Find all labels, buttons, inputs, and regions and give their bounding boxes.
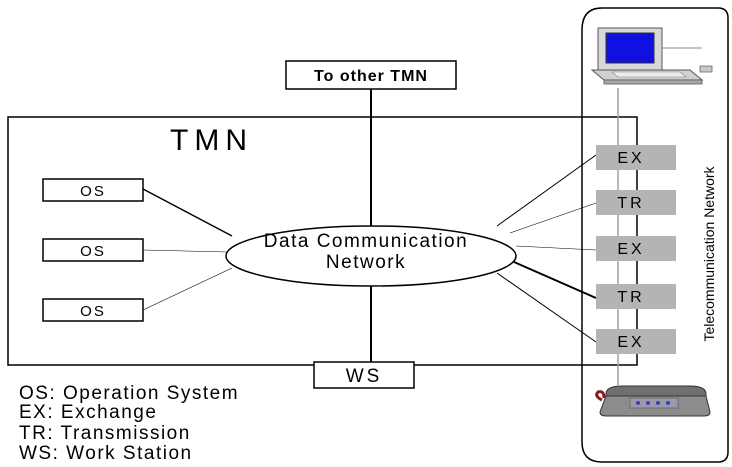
os-box-2-label: OS (80, 243, 106, 260)
network-element-ex-2 (596, 236, 676, 261)
dcn-label-line-1: Data Communication (264, 231, 468, 252)
link-os3-dcn (142, 267, 233, 311)
network-element-ex-1-label: EX (617, 150, 644, 167)
link-os1-dcn (142, 188, 233, 237)
os-box-1-label: OS (80, 183, 106, 200)
network-element-ex-1 (596, 145, 676, 170)
link-os2-dcn (142, 249, 229, 253)
dcn-label-line-2: Network (326, 252, 406, 273)
tmn-title: TMN (170, 124, 253, 157)
telephone-icon (595, 385, 711, 417)
data-communication-network-ellipse (225, 225, 517, 287)
link-dcn-ex2 (515, 245, 597, 251)
ws-box-label: WS (346, 366, 383, 387)
network-element-tr-2-label: TR (617, 289, 644, 306)
legend-ex: EX: Exchange (19, 402, 157, 423)
os-box-1 (42, 178, 144, 202)
to-other-tmn-box (285, 60, 457, 90)
legend-os: OS: Operation System (19, 383, 239, 404)
link-dcn-ex1 (496, 154, 597, 227)
to-other-tmn-label: To other TMN (314, 68, 428, 85)
link-dcn-tr2 (513, 261, 597, 299)
network-element-ex-3-label: EX (617, 334, 644, 351)
network-element-ex-3 (596, 329, 676, 354)
legend-ws: WS: Work Station (19, 443, 193, 464)
os-box-2 (42, 238, 144, 262)
network-element-tr-2 (596, 284, 676, 309)
network-element-ex-2-label: EX (617, 241, 644, 258)
network-element-tr-1 (596, 190, 676, 215)
os-box-3-label: OS (80, 303, 106, 320)
telecommunication-network-label: Telecommunication Network (701, 165, 717, 341)
ws-box (313, 361, 415, 389)
link-dcn-tr1 (509, 202, 597, 234)
os-box-3 (42, 298, 144, 322)
link-dcn-ex3 (496, 272, 597, 343)
legend-tr: TR: Transmission (19, 423, 191, 444)
network-element-tr-1-label: TR (617, 195, 644, 212)
computer-terminal-icon (590, 27, 713, 85)
